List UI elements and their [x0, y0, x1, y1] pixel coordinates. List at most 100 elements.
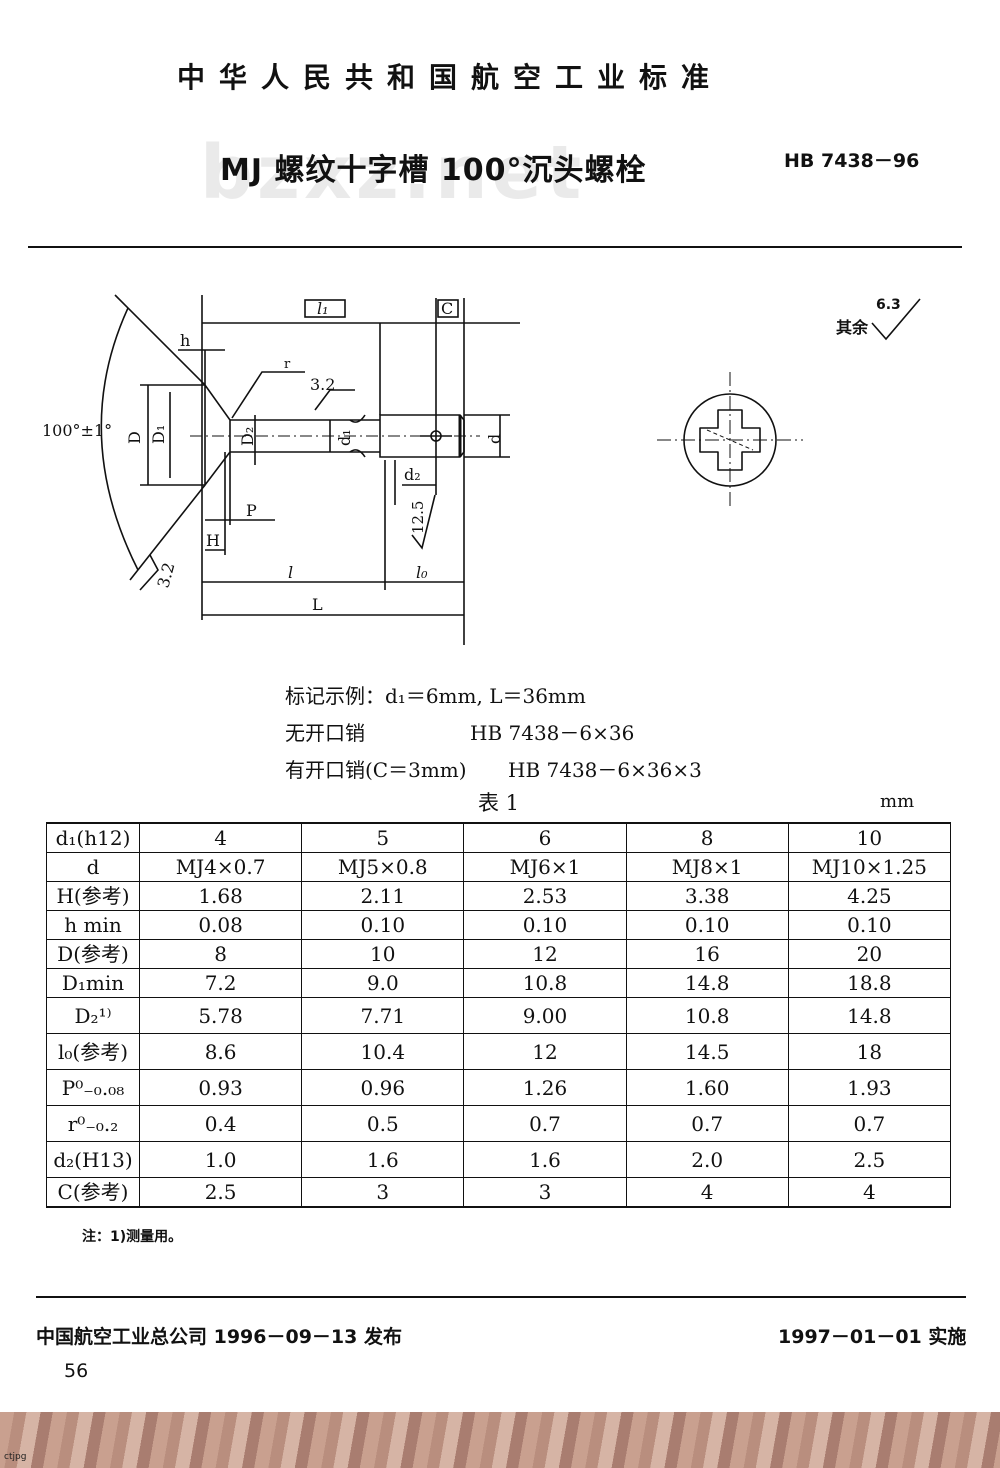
table-cell: 3	[463, 1177, 627, 1208]
table-cell: 7.2	[138, 968, 303, 998]
label-d1: d₁	[335, 429, 354, 446]
document-page: 中华人民共和国航空工业标准 bzxz.net MJ 螺纹十字槽 100°沉头螺栓…	[28, 61, 967, 1382]
standard-body: 中华人民共和国航空工业标准	[176, 61, 723, 94]
table-cell: 14.5	[625, 1033, 789, 1070]
table-cell: 2.11	[301, 881, 465, 911]
effective-date: 1997－01－01 实施	[778, 1326, 967, 1348]
label-h: h	[180, 331, 190, 350]
marking-example: 标记示例：d₁＝6mm, L＝36mm	[285, 684, 586, 708]
head-end-view	[657, 372, 803, 508]
label-L: L	[312, 595, 323, 614]
table-cell: 1.0	[138, 1141, 303, 1178]
table-cell: MJ10×1.25	[787, 852, 952, 882]
table-cell: 4	[138, 822, 303, 853]
row-label: d₁(h12)	[46, 822, 140, 853]
table-cell: 12	[463, 1033, 627, 1070]
table-cell: 4.25	[787, 881, 952, 911]
table-cell: 14.8	[787, 997, 952, 1034]
table-cell: 1.6	[463, 1141, 627, 1178]
table-cell: 5	[301, 822, 465, 853]
table-cell: 0.93	[138, 1069, 303, 1106]
table-cell: 1.68	[138, 881, 303, 911]
label-D1: D₁	[149, 425, 168, 444]
label-H: H	[206, 531, 220, 550]
table-cell: 7.71	[301, 997, 465, 1034]
table-cell: 0.7	[625, 1105, 789, 1142]
bolt-head	[204, 382, 231, 488]
table-cell: 3.38	[625, 881, 789, 911]
row-label: H(参考)	[46, 881, 140, 911]
table-cell: 5.78	[138, 997, 303, 1034]
label-P: P	[246, 501, 257, 520]
label-angle: 100°±1°	[42, 421, 112, 440]
table-cell: 10	[787, 822, 952, 853]
table-unit: mm	[880, 791, 915, 812]
table-cell: 0.10	[625, 910, 789, 940]
row-label: D₂¹⁾	[46, 997, 140, 1034]
watermark: bzxz.net	[200, 130, 586, 216]
table-cell: 8	[138, 939, 303, 969]
table-cell: 0.10	[787, 910, 952, 940]
table-cell: MJ4×0.7	[138, 852, 303, 882]
table-cell: MJ8×1	[625, 852, 789, 882]
issue-date: 中国航空工业总公司 1996－09－13 发布	[36, 1326, 402, 1348]
table-cell: 0.96	[301, 1069, 465, 1106]
table-cell: 16	[625, 939, 789, 969]
label-c: C	[441, 299, 453, 318]
table-cell: 3	[301, 1177, 465, 1208]
standard-code: HB 7438－96	[784, 150, 920, 172]
document-title: MJ 螺纹十字槽 100°沉头螺栓	[220, 153, 647, 188]
table-cell: MJ5×0.8	[301, 852, 465, 882]
table-cell: 18.8	[787, 968, 952, 998]
label-roughness-32-bottom: 3.2	[154, 560, 179, 590]
table-cell: 9.0	[301, 968, 465, 998]
table-cell: 1.6	[301, 1141, 465, 1178]
table-cell: 0.7	[787, 1105, 952, 1142]
row-label: l₀(参考)	[46, 1033, 140, 1070]
table-cell: 10	[301, 939, 465, 969]
label-d: d	[485, 434, 504, 444]
table-cell: 0.5	[301, 1105, 465, 1142]
table-cell: 10.8	[463, 968, 627, 998]
label-l: l	[288, 563, 293, 582]
table-cell: 4	[787, 1177, 952, 1208]
table-cell: 1.26	[463, 1069, 627, 1106]
table-cell: 0.10	[301, 910, 465, 940]
table-cell: 10.4	[301, 1033, 465, 1070]
label-roughness-125: 12.5	[409, 501, 427, 534]
scan-filename: ctjpg	[4, 1452, 27, 1462]
table-cell: 0.4	[138, 1105, 303, 1142]
table-cell: 8	[625, 822, 789, 853]
row-label: D₁min	[46, 968, 140, 998]
surface-rest-value: 6.3	[876, 297, 901, 313]
row-label: d	[46, 852, 140, 882]
row-label: P⁰₋₀.₀₈	[46, 1069, 140, 1106]
table-cell: 0.7	[463, 1105, 627, 1142]
roughness-symbol	[871, 298, 921, 341]
table-cell: 8.6	[138, 1033, 303, 1070]
label-d2: d₂	[404, 465, 421, 484]
table-cell: 14.8	[625, 968, 789, 998]
row-label: d₂(H13)	[46, 1141, 140, 1178]
table-cell: 4	[625, 1177, 789, 1208]
table-cell: 1.93	[787, 1069, 952, 1106]
table-cell: 0.08	[138, 910, 303, 940]
no-pin-code: HB 7438－6×36	[470, 721, 635, 745]
row-label: D(参考)	[46, 939, 140, 969]
table-cell: 1.60	[625, 1069, 789, 1106]
bolt-drawing: 100°±1° h r 3.2 l₁ C D D₁ D₂ d₁ d d₂ 12.…	[42, 294, 520, 645]
table-cell: 9.00	[463, 997, 627, 1034]
table-cell: 6	[463, 822, 627, 853]
row-label: C(参考)	[46, 1177, 140, 1208]
